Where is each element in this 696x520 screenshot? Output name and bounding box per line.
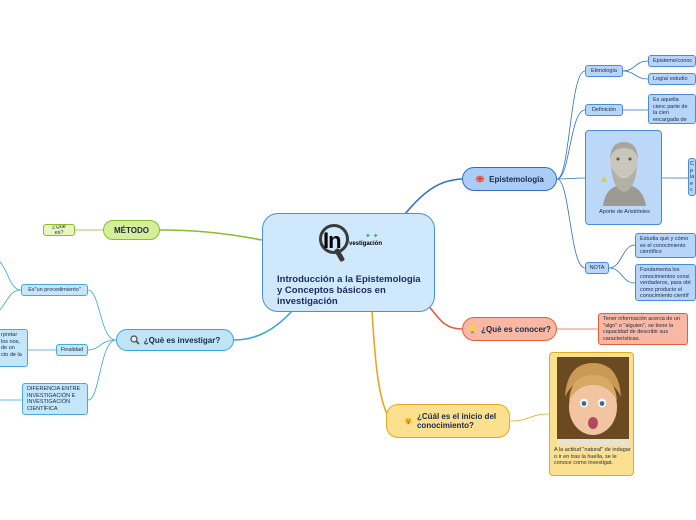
topic-inicio[interactable]: ¿Cúál es el inicio del conocimiento?: [386, 404, 510, 438]
nota-node[interactable]: NOTA: [585, 262, 609, 274]
metodo-que-es[interactable]: ¿Qué es?: [43, 224, 75, 236]
link-conocer: [427, 304, 463, 330]
conocer-text[interactable]: Tener información acerca de un "algo" o …: [598, 313, 688, 345]
topic-investigar[interactable]: ¿Què es investigar?: [116, 329, 234, 351]
etimologia-node[interactable]: Etimología: [585, 65, 623, 77]
topic-inicio-label: ¿Cúál es el inicio del conocimiento?: [416, 412, 497, 430]
lightbulb-icon: [469, 324, 477, 334]
surprised-child-image: [557, 357, 629, 445]
topic-metodo[interactable]: MÉTODO: [103, 220, 160, 240]
investigar-finalidad[interactable]: Finalidad: [56, 344, 88, 356]
finalidad-text[interactable]: rpretar los nos, de un cto de la: [0, 329, 28, 367]
inicio-caption: A la actitud "natural" de indagar o ir e…: [554, 447, 631, 466]
definicion-node[interactable]: Definición: [585, 104, 623, 116]
sparkle-icon: ✦ ✦: [365, 233, 379, 240]
logo-big-text: In: [323, 228, 342, 253]
brain-icon: [475, 175, 485, 182]
magnifier-icon: [130, 335, 140, 345]
topic-epistemologia-label: Epistemología: [489, 174, 544, 184]
link-metodo: [159, 229, 263, 241]
topic-conocer-label: ¿Què es conocer?: [481, 324, 551, 334]
link-epistemologia: [404, 178, 463, 215]
logo-small-text: vestigación: [349, 241, 383, 247]
nota-text-1[interactable]: Estudia qué y cómo es el conocimiento ci…: [635, 233, 696, 258]
investigar-diferencia[interactable]: DIFERENCIA ENTRE INVESTIGACIÓN E INVESTI…: [22, 383, 88, 415]
inicio-detail-node[interactable]: A la actitud "natural" de indagar o ir e…: [549, 352, 634, 476]
central-title: Introducción a la Epistemología y Concep…: [277, 274, 421, 307]
link-inicio: [371, 310, 391, 421]
episteme-node[interactable]: Episteme/conoc: [648, 55, 696, 67]
aristoteles-bust-image: [593, 134, 656, 206]
topic-conocer[interactable]: ¿Què es conocer?: [462, 317, 557, 341]
link-investigar: [233, 310, 293, 341]
topic-metodo-label: MÉTODO: [114, 225, 149, 235]
investigacion-logo: In vestigación ✦ ✦: [319, 222, 389, 266]
magnifier-ring: [319, 224, 349, 254]
aristoteles-text[interactable]: C p la e c: [688, 158, 696, 196]
aristoteles-node[interactable]: Aporte de Aristóteles: [585, 130, 662, 225]
nota-text-2[interactable]: Fundamenta los conocimientos consi verda…: [635, 264, 696, 301]
investigar-procedimiento[interactable]: Es"un procedimiento": [21, 284, 88, 296]
topic-epistemologia[interactable]: Epistemología: [462, 167, 557, 191]
logia-node[interactable]: Logía/ estudio: [648, 73, 696, 85]
topic-investigar-label: ¿Què es investigar?: [143, 335, 221, 345]
definicion-text[interactable]: Es aquella cienc parte de la cien encarg…: [648, 94, 696, 124]
central-topic[interactable]: In vestigación ✦ ✦ Introducción a la Epi…: [262, 213, 435, 312]
surprised-face-icon: [401, 417, 412, 425]
aristoteles-caption: Aporte de Aristóteles: [599, 209, 650, 215]
